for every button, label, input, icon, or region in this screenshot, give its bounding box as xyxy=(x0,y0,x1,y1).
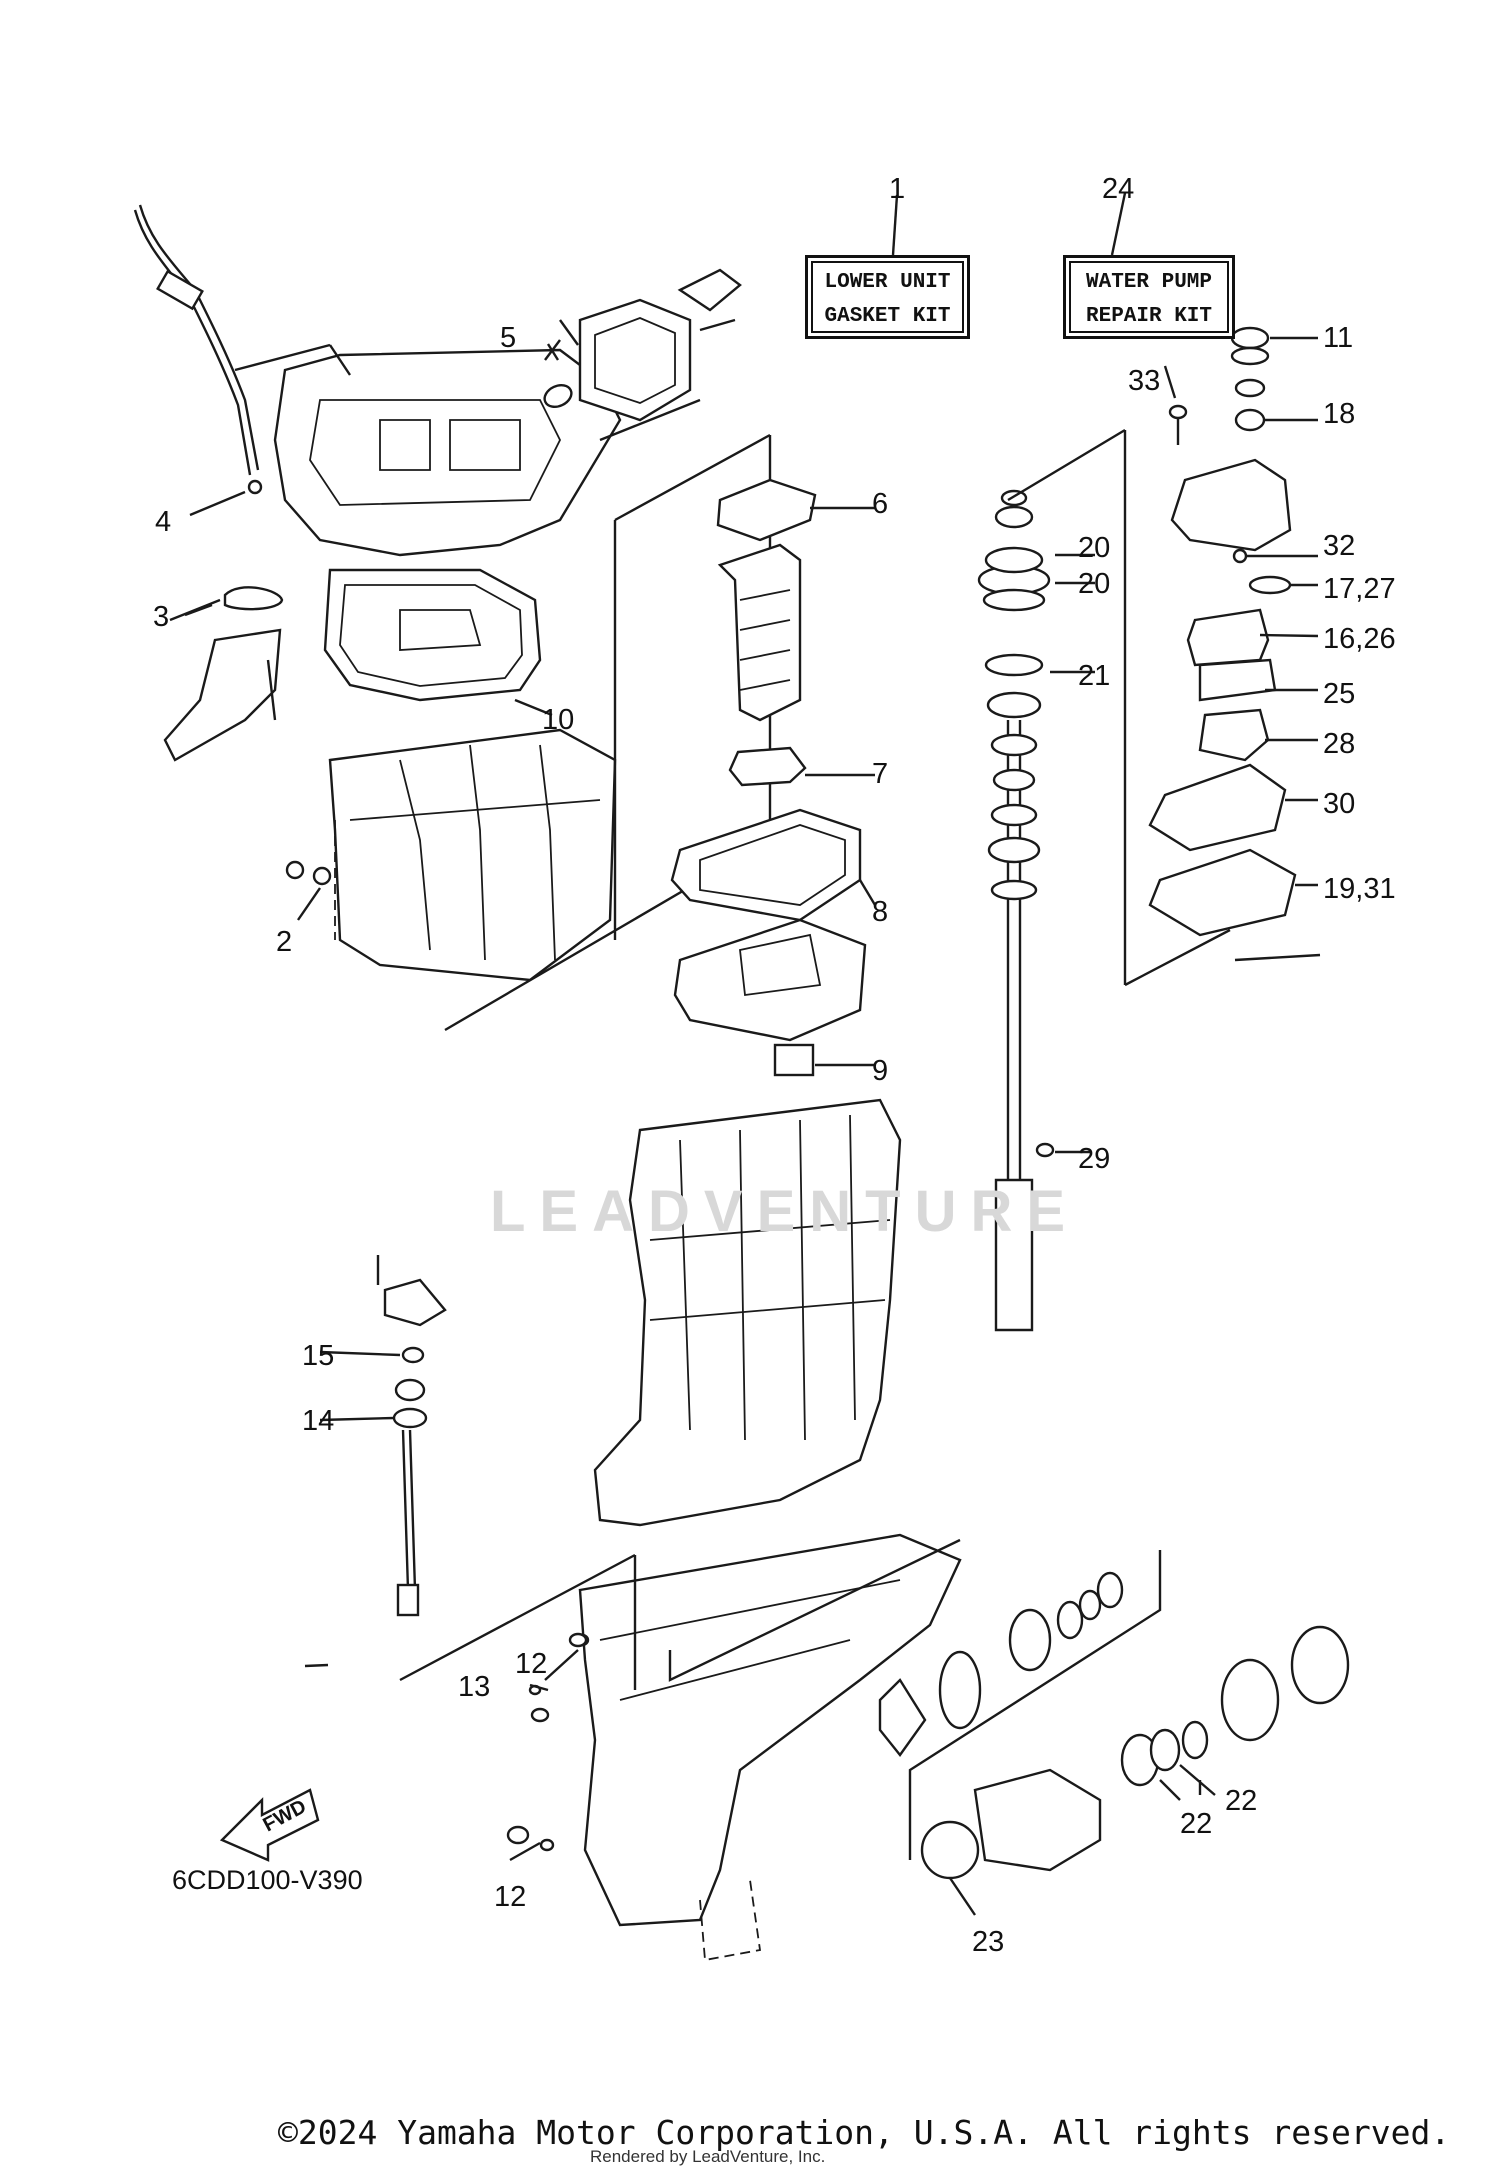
kit-line-2: REPAIR KIT xyxy=(1085,305,1213,328)
callout-30: 30 xyxy=(1323,788,1356,820)
callout-14: 14 xyxy=(302,1405,335,1437)
copyright-text: ©2024 Yamaha Motor Corporation, U.S.A. A… xyxy=(278,2113,1451,2152)
callout-33: 33 xyxy=(1128,365,1161,397)
watermark: LEADVENTURE xyxy=(490,1179,1080,1244)
callout-13: 13 xyxy=(458,1671,491,1703)
exhaust-guide xyxy=(273,348,622,557)
callout-12-upper: 12 xyxy=(515,1648,548,1680)
callout-20-lower: 20 xyxy=(1078,568,1111,600)
lower-unit-gasket-kit-box: LOWER UNIT GASKET KIT xyxy=(805,255,970,339)
callout-6: 6 xyxy=(872,488,889,520)
callout-23: 23 xyxy=(972,1926,1005,1958)
callout-20-upper: 20 xyxy=(1078,532,1111,564)
callout-16-26: 16,26 xyxy=(1323,623,1396,655)
callout-4: 4 xyxy=(155,506,172,538)
callout-12-lower: 12 xyxy=(494,1881,527,1913)
callout-10: 10 xyxy=(542,704,575,736)
callout-18: 18 xyxy=(1323,398,1356,430)
kit-number-24: 24 xyxy=(1102,173,1135,205)
callout-3: 3 xyxy=(153,601,170,633)
callout-5: 5 xyxy=(500,322,517,354)
kit-line-1: LOWER UNIT xyxy=(824,271,951,294)
callout-19-31: 19,31 xyxy=(1323,873,1396,905)
callout-22-right: 22 xyxy=(1225,1785,1258,1817)
callout-2: 2 xyxy=(276,926,293,958)
callout-9: 9 xyxy=(872,1055,889,1087)
water-pump-repair-kit-box: WATER PUMP REPAIR KIT xyxy=(1063,255,1235,339)
callout-32: 32 xyxy=(1323,530,1356,562)
callout-11: 11 xyxy=(1323,322,1354,354)
dipstick-tube xyxy=(138,204,260,471)
callout-29: 29 xyxy=(1078,1143,1111,1175)
kit-line-1: WATER PUMP xyxy=(1085,271,1213,294)
water-pump-housing xyxy=(1170,458,1292,552)
callout-17-27: 17,27 xyxy=(1323,573,1396,605)
fwd-arrow xyxy=(219,1788,320,1862)
callout-15: 15 xyxy=(302,1340,335,1372)
callout-22-left: 22 xyxy=(1180,1808,1213,1840)
kit-line-2: GASKET KIT xyxy=(824,305,951,328)
callout-8: 8 xyxy=(872,896,889,928)
callout-28: 28 xyxy=(1323,728,1356,760)
diagram-code: 6CDD100-V390 xyxy=(172,1865,363,1895)
lower-gearcase xyxy=(578,1533,962,1927)
kit-number-1: 1 xyxy=(889,173,906,205)
rendered-by-text: Rendered by LeadVenture, Inc. xyxy=(590,2147,826,2166)
callout-21: 21 xyxy=(1078,660,1111,692)
callout-25: 25 xyxy=(1323,678,1356,710)
callout-7: 7 xyxy=(872,758,889,790)
